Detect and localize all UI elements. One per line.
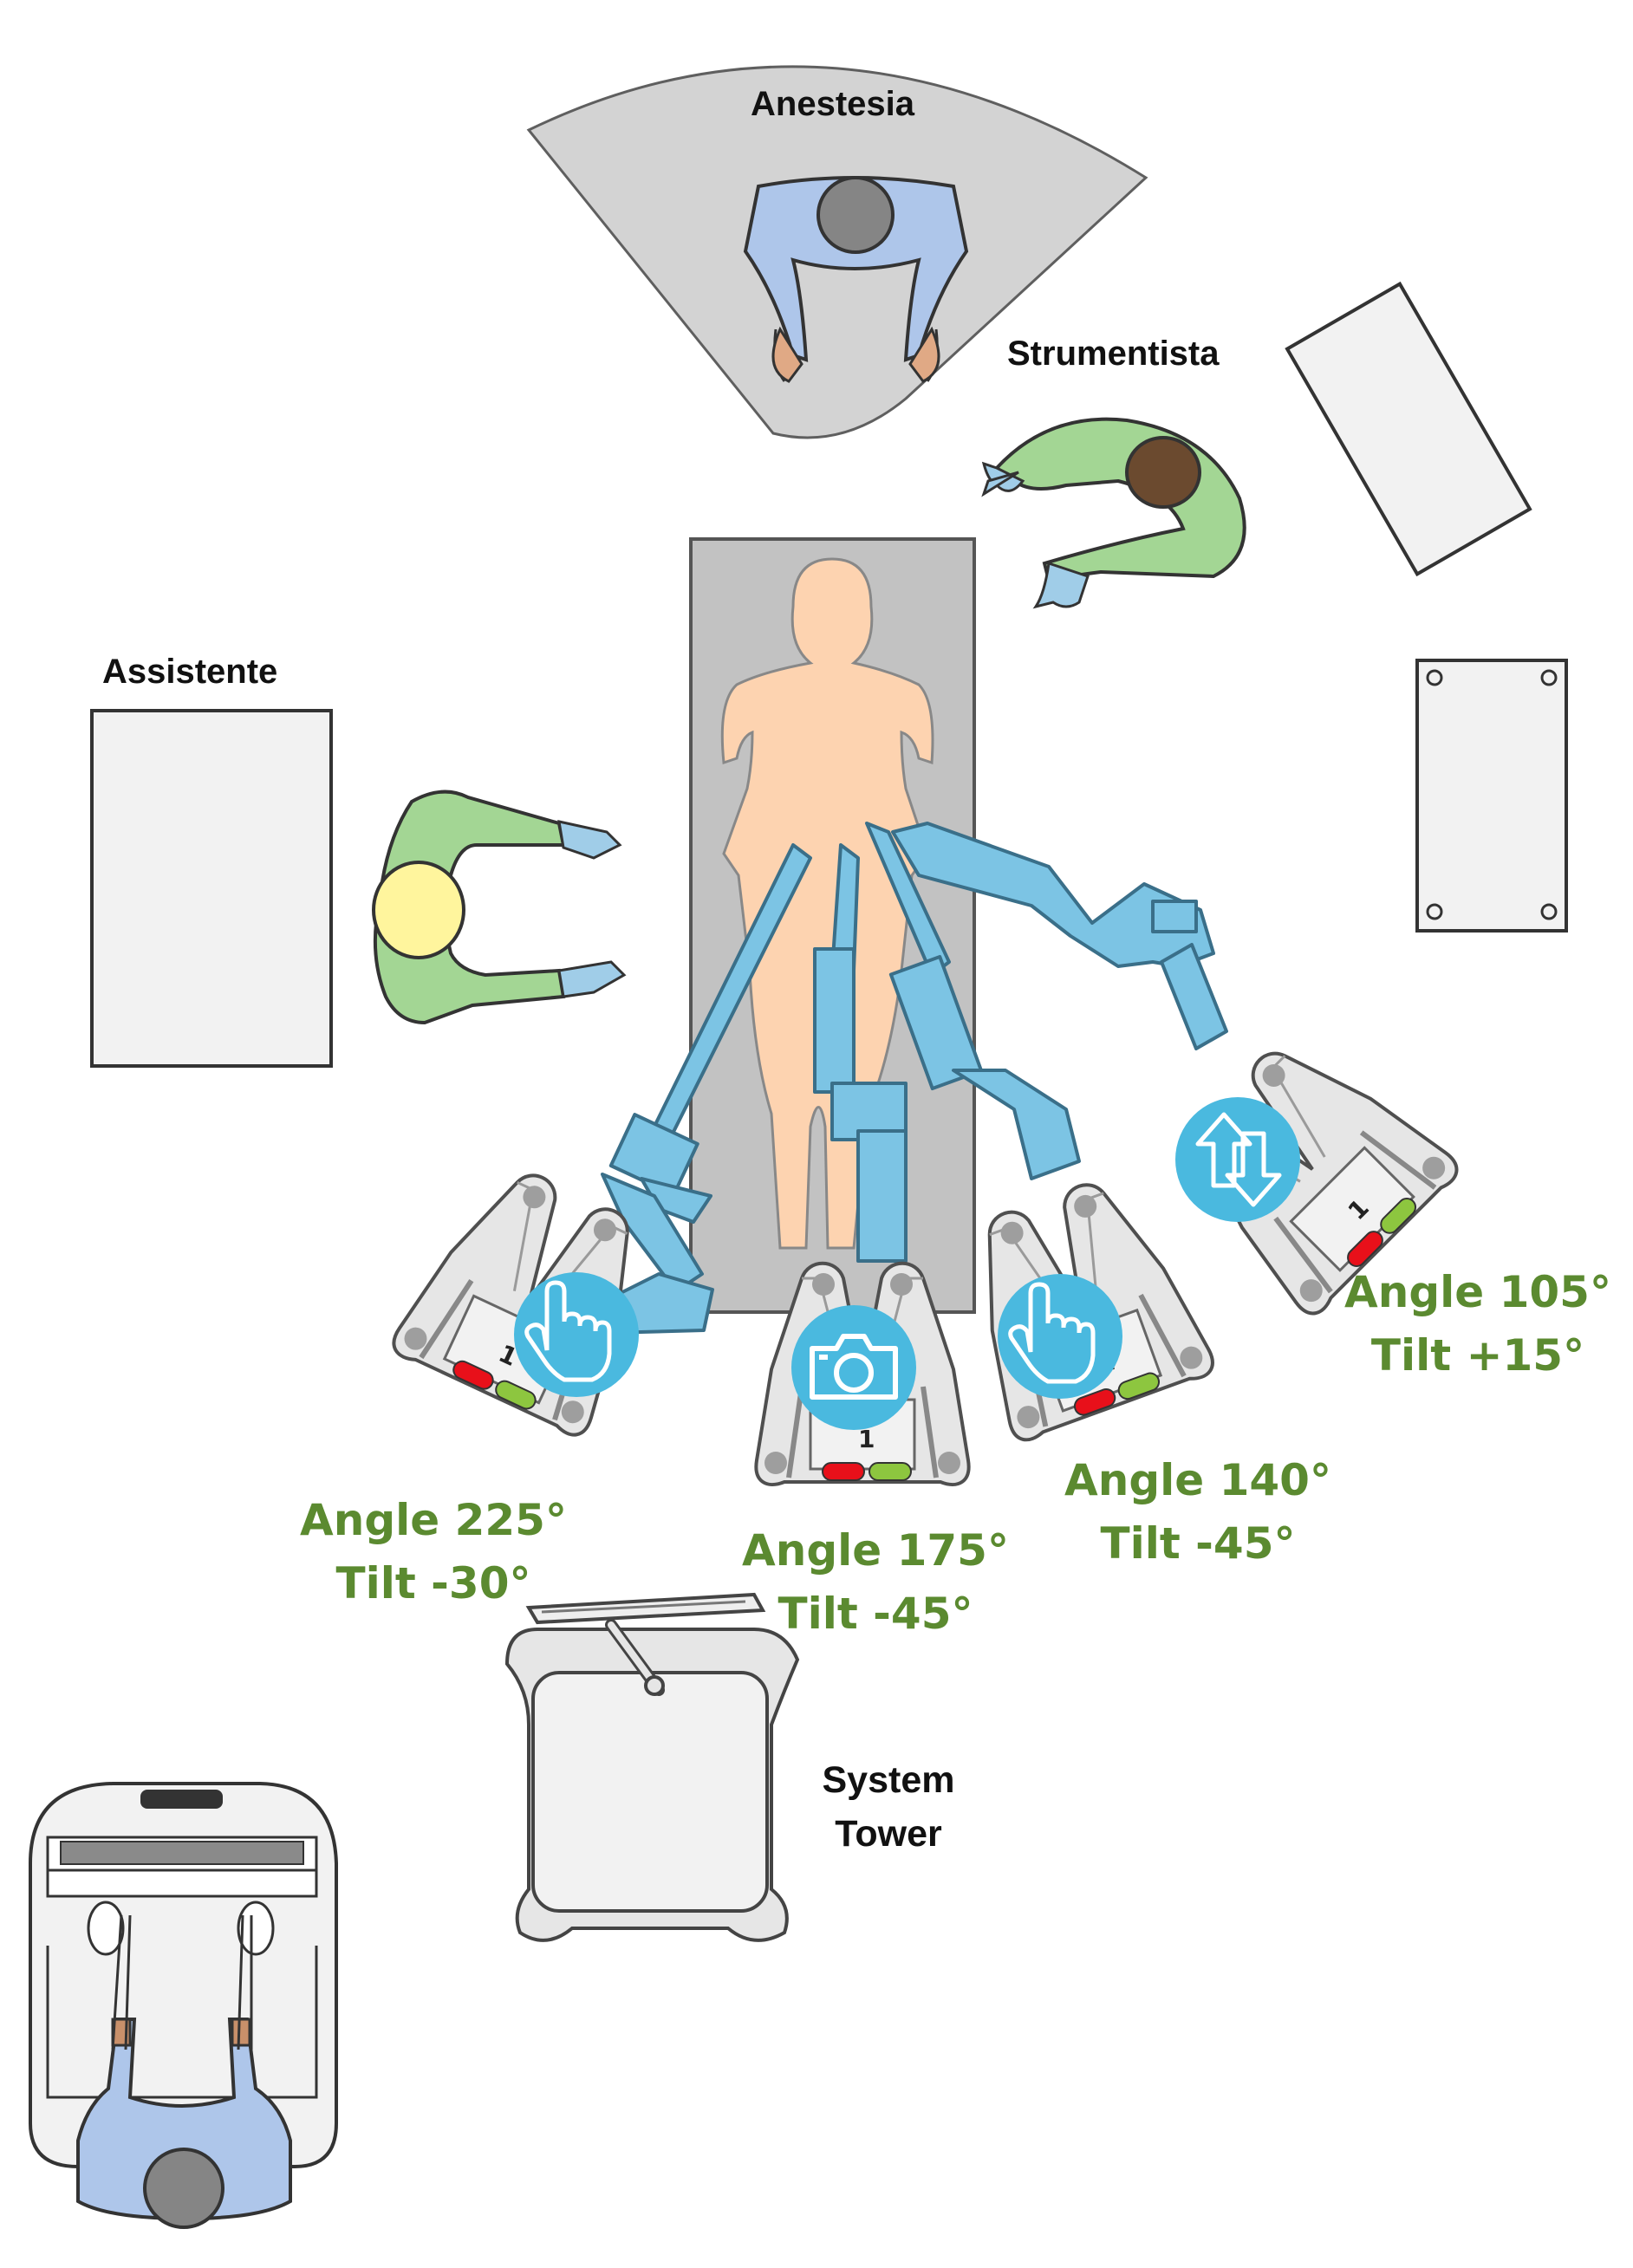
arm-3-config: Angle 140° Tilt -45°	[1059, 1449, 1337, 1575]
hand-pointer-icon	[998, 1274, 1122, 1399]
strumentista-label: Strumentista	[1007, 335, 1220, 373]
mayo-stand	[1415, 659, 1568, 933]
arm-3-angle: Angle 140°	[1064, 1455, 1331, 1505]
system-tower-label: System Tower	[806, 1753, 971, 1862]
arm-4-angle: Angle 105°	[1344, 1267, 1611, 1317]
camera-icon	[791, 1305, 916, 1430]
patient-body	[720, 557, 934, 1250]
arm-4-config: Angle 105° Tilt +15°	[1339, 1261, 1617, 1387]
hand-pointer-icon	[514, 1272, 639, 1397]
arm-1-angle: Angle 225°	[300, 1495, 567, 1545]
assistant-figure	[372, 790, 627, 1025]
arm-2-config: Angle 175° Tilt -45°	[737, 1519, 1014, 1645]
system-tower	[504, 1592, 800, 1942]
arm-3-tilt: Tilt -45°	[1100, 1517, 1296, 1569]
robotic-arms	[601, 822, 1228, 1335]
arm-4-tilt: Tilt +15°	[1370, 1329, 1585, 1381]
surgeon-console	[29, 1782, 338, 2168]
arm-2-tilt: Tilt -45°	[777, 1588, 973, 1639]
scrub-nurse-figure	[981, 417, 1246, 609]
system-tower-label-line2: Tower	[835, 1813, 942, 1855]
assistente-label: Assistente	[102, 653, 278, 691]
anesthesiologist-figure	[743, 176, 969, 383]
instrument-table	[1285, 281, 1532, 577]
arm-1-tilt: Tilt -30°	[335, 1557, 531, 1608]
anestesia-label: Anestesia	[751, 85, 914, 123]
surgeon-figure	[76, 1914, 292, 2229]
arm-1-config: Angle 225° Tilt -30°	[295, 1489, 572, 1615]
arm-2-angle: Angle 175°	[742, 1525, 1009, 1576]
system-tower-label-line1: System	[822, 1759, 955, 1801]
up-down-arrows-icon	[1175, 1097, 1300, 1222]
assistant-table	[90, 709, 333, 1068]
